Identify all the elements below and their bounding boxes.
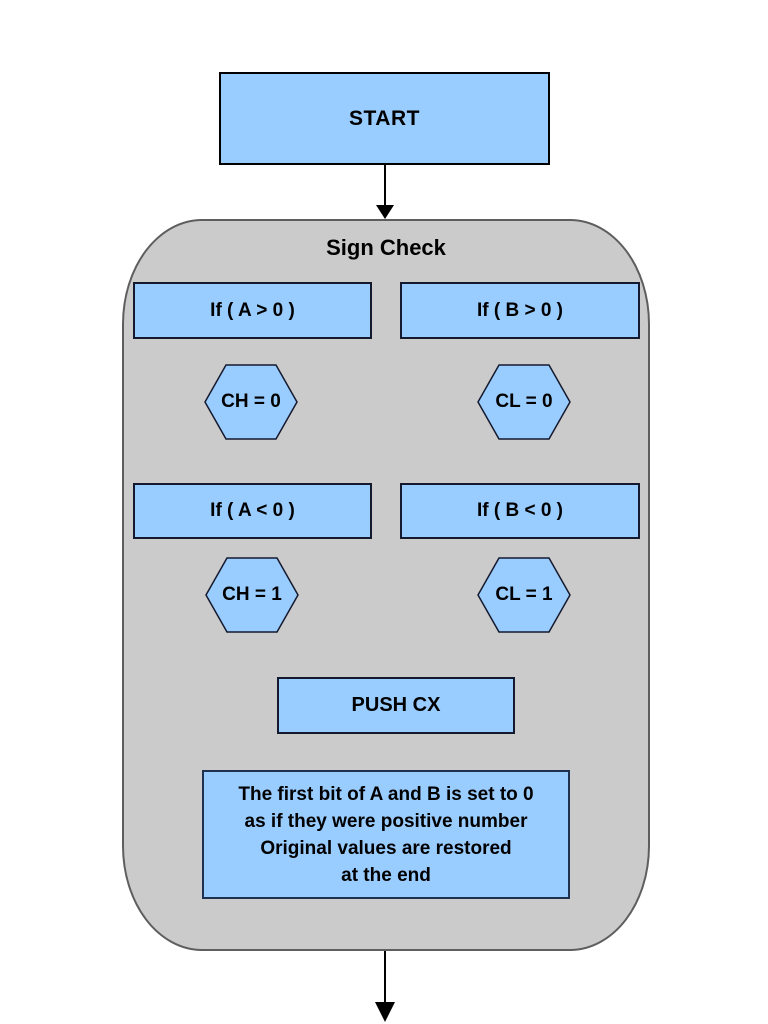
action-label: CH = 0	[221, 391, 281, 412]
group-title: Sign Check	[326, 235, 446, 260]
condition-a-positive: If ( A > 0 )	[133, 282, 372, 339]
condition-b-positive: If ( B > 0 )	[400, 282, 640, 339]
arrow-down-icon	[375, 1002, 395, 1022]
action-ch-one: CH = 1	[205, 557, 299, 633]
action-ch-zero: CH = 0	[204, 364, 298, 440]
action-label: CL = 0	[495, 391, 553, 412]
condition-label: If ( A > 0 )	[210, 299, 295, 321]
condition-a-negative: If ( A < 0 )	[133, 483, 372, 539]
start-node: START	[219, 72, 550, 165]
start-label: START	[349, 106, 420, 130]
note-line: as if they were positive number	[244, 810, 528, 832]
push-cx-label: PUSH CX	[351, 694, 441, 716]
action-label: CH = 1	[222, 584, 282, 605]
condition-label: If ( B > 0 )	[476, 299, 564, 321]
condition-label: If ( B < 0 )	[476, 500, 564, 521]
push-cx-node: PUSH CX	[277, 677, 515, 734]
hexagon-shape-icon	[205, 557, 299, 633]
note-line: at the end	[341, 864, 431, 886]
hexagon-shape-icon	[477, 364, 571, 440]
hexagon-shape-icon	[477, 557, 571, 633]
connector-start-to-group	[384, 165, 386, 207]
sign-check-group: Sign Check If ( A > 0 ) If ( B > 0 ) CH …	[122, 219, 650, 951]
arrow-down-icon	[376, 205, 394, 219]
connector-group-to-next	[384, 951, 386, 1003]
action-label: CL = 1	[495, 584, 553, 605]
condition-label: If ( A < 0 )	[210, 500, 295, 521]
condition-b-negative: If ( B < 0 )	[400, 483, 640, 539]
note-line: The first bit of A and B is set to 0	[238, 783, 534, 805]
note-line: Original values are restored	[260, 837, 512, 859]
action-cl-one: CL = 1	[477, 557, 571, 633]
hexagon-shape-icon	[204, 364, 298, 440]
action-cl-zero: CL = 0	[477, 364, 571, 440]
note-box: The first bit of A and B is set to 0 as …	[202, 770, 570, 899]
